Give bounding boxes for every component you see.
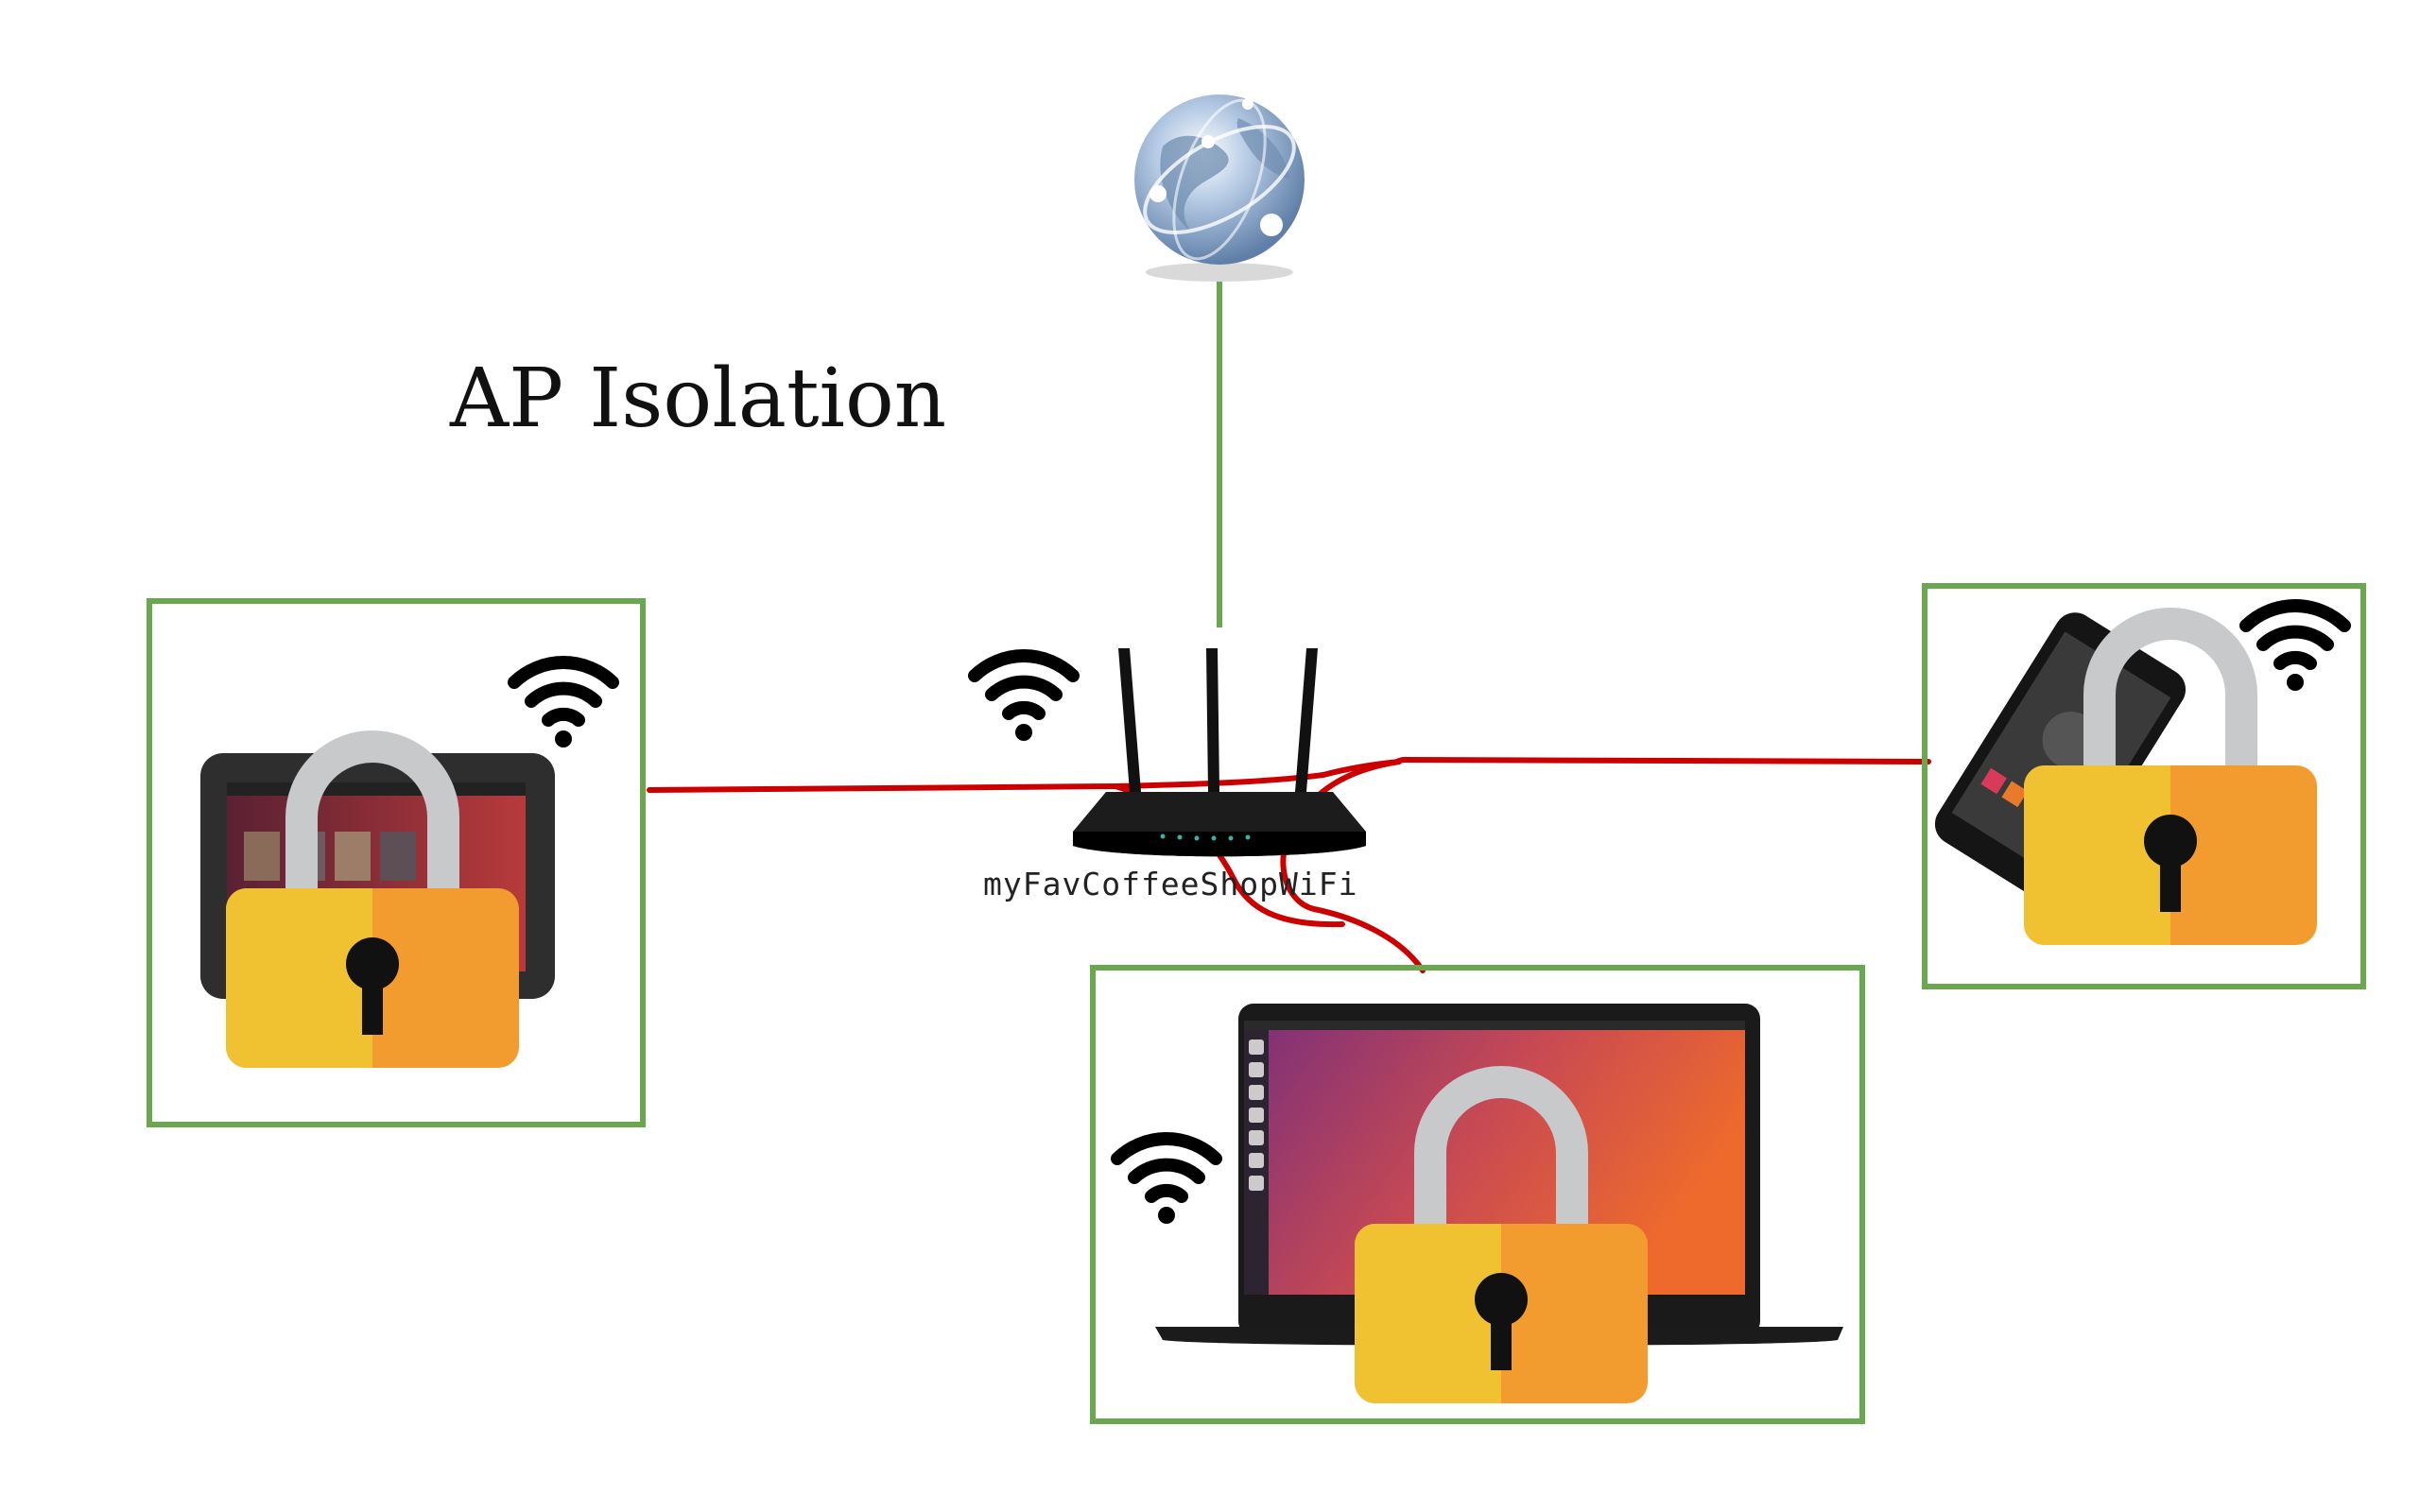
laptop-node-frame: [1090, 965, 1865, 1424]
router-icon: [1073, 648, 1366, 857]
laptop-link: [1280, 759, 1426, 973]
phone-link: [1394, 756, 1931, 765]
phone-wifi-icon: [2246, 606, 2344, 691]
diagram-title: AP Isolation: [450, 352, 947, 446]
globe-icon: [1134, 94, 1305, 282]
laptop-wifi-icon: [1117, 1139, 1216, 1224]
router-wifi-icon: [975, 656, 1073, 741]
router-ssid-label: myFavCoffeeShopWiFi: [983, 866, 1358, 902]
phone-node-frame: [1922, 583, 2366, 989]
tablet-wifi-icon: [514, 662, 613, 747]
tablet-link: [647, 759, 1402, 793]
tablet-node-frame: [147, 598, 646, 1127]
